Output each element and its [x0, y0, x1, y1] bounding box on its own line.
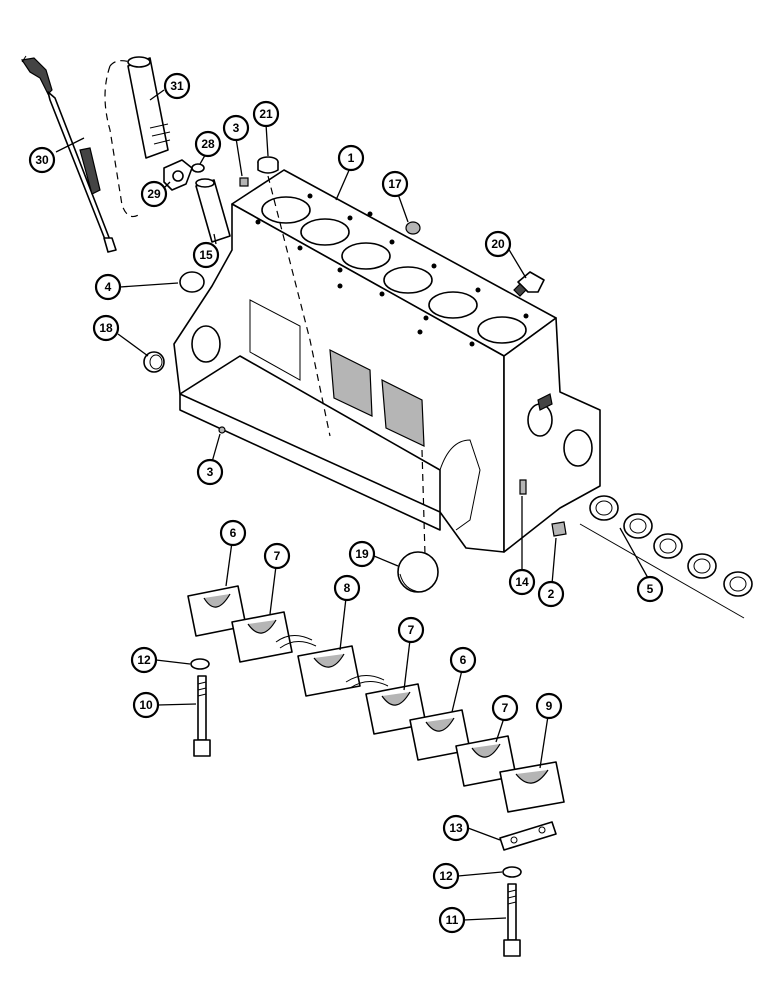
callout-1: 1 — [337, 144, 365, 172]
svg-text:7: 7 — [274, 549, 281, 563]
thrust-washers-right — [345, 675, 389, 689]
callout-2: 2 — [537, 580, 565, 608]
thrust-washers-left — [275, 635, 317, 649]
svg-text:14: 14 — [515, 575, 529, 589]
washer-part-left — [190, 658, 210, 670]
svg-text:7: 7 — [502, 701, 509, 715]
svg-text:2: 2 — [548, 587, 555, 601]
plate-part — [499, 821, 557, 851]
callout-13: 13 — [442, 814, 470, 842]
svg-text:6: 6 — [460, 653, 467, 667]
svg-text:7: 7 — [408, 623, 415, 637]
leader-lines — [55, 89, 649, 921]
callout-6-right: 6 — [449, 646, 477, 674]
sender-part — [513, 271, 545, 297]
callout-10: 10 — [132, 691, 160, 719]
cup-plug-part-18 — [143, 351, 165, 373]
svg-text:20: 20 — [491, 237, 505, 251]
callout-31: 31 — [163, 72, 191, 100]
callout-7-left: 7 — [263, 542, 291, 570]
callout-30: 30 — [28, 146, 56, 174]
callout-12-right: 12 — [432, 862, 460, 890]
washer-part-right — [502, 866, 522, 878]
callout-15: 15 — [192, 241, 220, 269]
plug-part-top — [239, 177, 249, 187]
callout-21: 21 — [252, 100, 280, 128]
callout-19: 19 — [348, 540, 376, 568]
cup-plug-part-4 — [179, 271, 205, 293]
o-ring-part — [191, 163, 205, 173]
svg-text:3: 3 — [207, 465, 214, 479]
callout-7-right: 7 — [491, 694, 519, 722]
bolt-part-10 — [193, 675, 211, 757]
callout-6-left: 6 — [219, 519, 247, 547]
svg-text:8: 8 — [344, 581, 351, 595]
callout-3-lower: 3 — [196, 458, 224, 486]
callout-11: 11 — [438, 906, 466, 934]
plug-part-17 — [405, 221, 421, 235]
svg-text:18: 18 — [99, 321, 113, 335]
svg-text:28: 28 — [201, 137, 215, 151]
camshaft-bushings-part — [579, 495, 753, 619]
svg-text:21: 21 — [259, 107, 273, 121]
svg-text:3: 3 — [233, 121, 240, 135]
svg-text:19: 19 — [355, 547, 369, 561]
svg-text:29: 29 — [147, 187, 161, 201]
svg-text:5: 5 — [647, 582, 654, 596]
pin-part — [519, 479, 527, 495]
svg-text:12: 12 — [137, 653, 151, 667]
callout-9: 9 — [535, 692, 563, 720]
cup-plug-part-19 — [397, 551, 439, 593]
plug-part-2 — [551, 521, 567, 537]
svg-text:30: 30 — [35, 153, 49, 167]
bearing-cap-9 — [499, 761, 565, 813]
callout-29: 29 — [140, 180, 168, 208]
callout-8: 8 — [333, 574, 361, 602]
callout-5: 5 — [636, 575, 664, 603]
svg-text:15: 15 — [199, 248, 213, 262]
callout-17: 17 — [381, 170, 409, 198]
dipstick-clip-part — [163, 159, 193, 191]
bolt-part-11 — [503, 883, 521, 957]
callout-18: 18 — [92, 314, 120, 342]
callout-14: 14 — [508, 568, 536, 596]
dipstick-part — [20, 55, 117, 253]
svg-text:9: 9 — [546, 699, 553, 713]
callout-4: 4 — [94, 273, 122, 301]
tube-part — [195, 178, 231, 243]
cup-plug-part — [257, 156, 279, 174]
callout-3-top: 3 — [222, 114, 250, 142]
dipstick-tube-part — [104, 56, 171, 218]
svg-text:31: 31 — [170, 79, 184, 93]
callout-28: 28 — [194, 130, 222, 158]
callout-20: 20 — [484, 230, 512, 258]
svg-text:12: 12 — [439, 869, 453, 883]
svg-text:11: 11 — [446, 913, 459, 927]
svg-text:1: 1 — [348, 151, 355, 165]
svg-text:13: 13 — [449, 821, 463, 835]
callout-7-middle: 7 — [397, 616, 425, 644]
bearing-cap-7-left — [231, 611, 293, 663]
svg-text:6: 6 — [230, 526, 237, 540]
plug-part-lower — [218, 426, 226, 434]
bearing-cap-8 — [297, 645, 361, 697]
callout-12-left: 12 — [130, 646, 158, 674]
svg-text:10: 10 — [139, 698, 153, 712]
svg-text:17: 17 — [388, 177, 402, 191]
cylinder-block-part — [173, 169, 601, 591]
svg-text:4: 4 — [105, 280, 112, 294]
